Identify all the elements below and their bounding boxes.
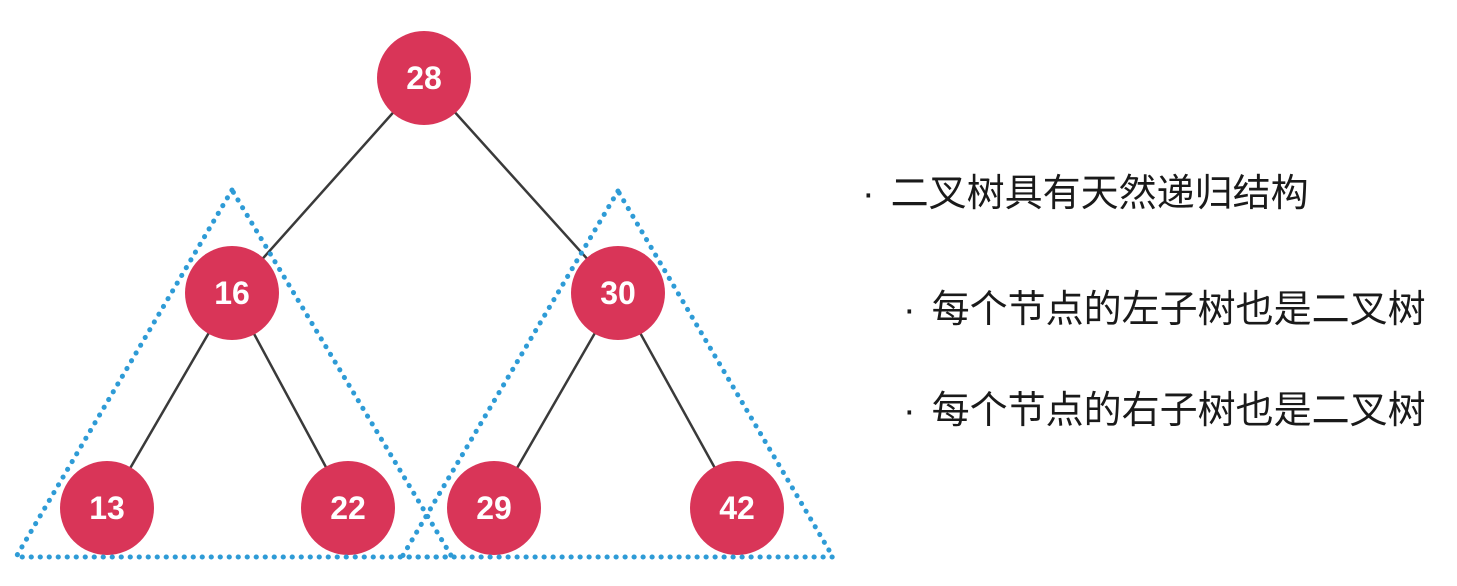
tree-nodes: 28 16 30 13 22 29 — [60, 31, 784, 555]
tree-node-left-right: 22 — [301, 461, 395, 555]
node-circle — [301, 461, 395, 555]
node-circle — [690, 461, 784, 555]
right-subtree-outline — [399, 188, 836, 560]
node-circle — [60, 461, 154, 555]
tree-node-right-left: 29 — [447, 461, 541, 555]
tree-node-left: 16 — [185, 246, 279, 340]
note-text: 每个节点的右子树也是二叉树 — [931, 390, 1426, 432]
note-item-recursive-structure: · 二叉树具有天然递归结构 — [862, 172, 1309, 216]
binary-tree-diagram: 28 16 30 13 22 29 — [13, 31, 836, 560]
tree-node-right-right: 42 — [690, 461, 784, 555]
tree-node-right: 30 — [571, 246, 665, 340]
edge-28-16 — [231, 77, 425, 294]
note-text: 二叉树具有天然递归结构 — [890, 173, 1309, 215]
note-text: 每个节点的左子树也是二叉树 — [931, 289, 1426, 331]
node-value: 16 — [214, 275, 250, 311]
node-value: 29 — [476, 490, 512, 526]
node-value: 28 — [406, 60, 442, 96]
bullet-dot: · — [862, 173, 875, 215]
node-circle — [447, 461, 541, 555]
note-item-right-subtree: · 每个节点的右子树也是二叉树 — [903, 389, 1426, 433]
node-circle — [377, 31, 471, 125]
tree-node-left-left: 13 — [60, 461, 154, 555]
node-value: 42 — [719, 490, 755, 526]
bullet-dot: · — [903, 289, 916, 331]
node-value: 22 — [330, 490, 366, 526]
node-value: 30 — [600, 275, 636, 311]
node-circle — [185, 246, 279, 340]
edge-28-30 — [423, 77, 619, 294]
note-item-left-subtree: · 每个节点的左子树也是二叉树 — [903, 288, 1426, 332]
node-circle — [571, 246, 665, 340]
tree-node-root: 28 — [377, 31, 471, 125]
node-value: 13 — [89, 490, 125, 526]
bullet-dot: · — [903, 390, 916, 432]
